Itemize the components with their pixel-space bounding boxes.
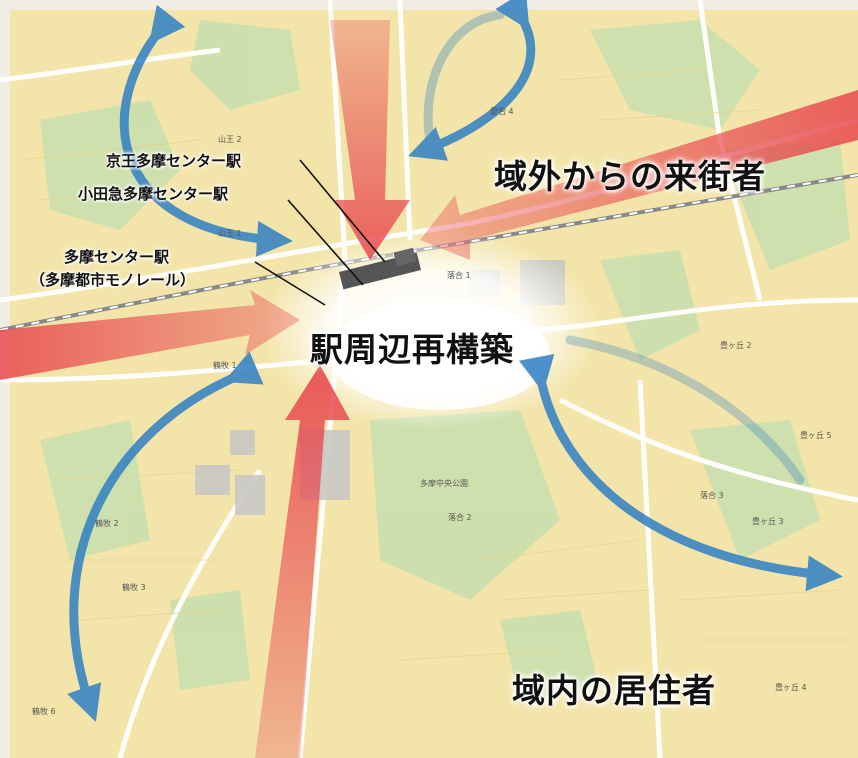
odakyu-station-label: 小田急多摩センター駅: [78, 185, 229, 203]
resident-arrows: [67, 0, 843, 723]
map-text-tsurumaki2: 鶴牧 2: [95, 519, 119, 528]
map-text-toyogaoka5: 豊ヶ丘 5: [800, 431, 832, 440]
map-text-tsurumaki6: 鶴牧 6: [32, 707, 56, 716]
map-text-tsurumaki1: 鶴牧 1: [213, 361, 237, 370]
map-text-toyogaoka2: 豊ヶ丘 2: [720, 341, 752, 350]
center-title: 駅周辺再構築: [310, 330, 514, 369]
map-text-tsurumaki3: 鶴牧 3: [122, 583, 146, 592]
map-text-toyogaoka4: 豊ヶ丘 4: [775, 683, 807, 692]
local-residents-label: 域内の居住者: [512, 671, 716, 710]
map-text-sanno1: 山王 1: [218, 229, 242, 238]
leader-lines: [254, 159, 386, 306]
outside-visitors-label: 域外からの来街者: [494, 157, 766, 196]
map-text-toyogaoka3: 豊ヶ丘 3: [752, 517, 784, 526]
monorail-station-label: 多摩センター駅: [64, 248, 170, 266]
monorail-line-label: （多摩都市モノレール）: [30, 271, 196, 289]
map-text-ochiai1: 落合 1: [447, 271, 471, 280]
map-text-aikou: 愛宕 4: [490, 107, 514, 116]
map-text-sanno2: 山王 2: [218, 135, 242, 144]
map-text-park: 多摩中央公園: [420, 479, 468, 488]
keio-station-label: 京王多摩センター駅: [106, 152, 242, 170]
map-text-ochiai2: 落合 2: [448, 513, 472, 522]
map-text-ochiai3: 落合 3: [700, 491, 724, 500]
